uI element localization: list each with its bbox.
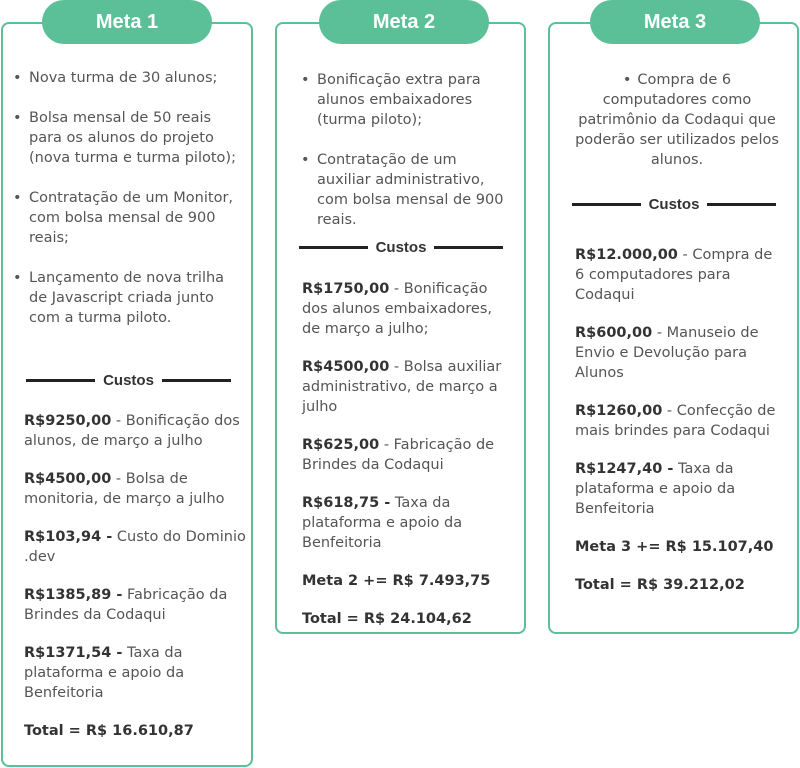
list-item: Contratação de um auxiliar administrativ… [296,150,506,230]
meta-1-costs: R$9250,00 - Bonificação dos alunos, de m… [24,411,246,759]
cost-item: R$1750,00 - Bonificação dos alunos embai… [302,279,512,339]
cost-item: R$103,94 - Custo do Dominio .dev [24,527,246,567]
cost-item: R$1260,00 - Confecção de mais brindes pa… [575,401,785,441]
meta-2-total: Total = R$ 24.104,62 [302,611,472,627]
cost-item: R$625,00 - Fabricação de Brindes da Coda… [302,435,512,475]
list-item: Lançamento de nova trilha de Javascript … [8,268,244,328]
meta-2-subtotal: Meta 2 += R$ 7.493,75 [302,573,491,589]
cost-item: R$1385,89 - Fabricação da Brindes da Cod… [24,585,246,625]
cost-item: R$9250,00 - Bonificação dos alunos, de m… [24,411,246,451]
cost-description: Taxa da plataforma e apoio da Benfeitori… [302,495,463,551]
meta-2-custos-divider: Custos [299,239,503,256]
divider-line [434,246,503,249]
divider-line [707,203,776,206]
custos-label: Custos [375,239,427,256]
cost-amount: R$1260,00 [575,403,663,419]
list-item: Bolsa mensal de 50 reais para os alunos … [8,108,244,168]
meta-3-title: Meta 3 [590,0,760,44]
divider-line [161,379,231,382]
list-item: Nova turma de 30 alunos; [8,68,244,88]
cost-item: R$4500,00 - Bolsa de monitoria, de março… [24,469,246,509]
cost-description: - Bolsa auxiliar administrativo, de març… [302,359,502,415]
divider-line [299,246,368,249]
cost-description: Custo do Dominio .dev [24,529,246,565]
cost-amount: R$4500,00 [24,471,112,487]
meta-1-custos-divider: Custos [26,372,231,389]
cost-description: - Confecção de mais brindes para Codaqui [575,403,776,439]
meta-3-costs: R$12.000,00 - Compra de 6 computadores p… [575,245,785,613]
cost-amount: R$1750,00 [302,281,390,297]
meta-2-title: Meta 2 [319,0,489,44]
cost-description: Taxa da plataforma e apoio da Benfeitori… [24,645,185,701]
cost-amount: R$1247,40 - [575,461,674,477]
cost-amount: R$625,00 [302,437,380,453]
meta-3-total: Total = R$ 39.212,02 [575,577,745,593]
cost-amount: R$4500,00 [302,359,390,375]
cost-amount: R$103,94 - [24,529,113,545]
cost-item: R$600,00 - Manuseio de Envio e Devolução… [575,323,785,383]
divider-line [26,379,96,382]
divider-line [572,203,641,206]
cost-description: Fabricação da Brindes da Codaqui [24,587,228,623]
cost-item: R$4500,00 - Bolsa auxiliar administrativ… [302,357,512,417]
list-item: Contratação de um Monitor, com bolsa men… [8,188,244,248]
meta-1-title: Meta 1 [42,0,212,44]
custos-label: Custos [103,372,154,389]
meta-3-custos-divider: Custos [572,196,776,213]
meta-1-bullets: Nova turma de 30 alunos; Bolsa mensal de… [8,68,244,328]
cost-amount: R$600,00 [575,325,653,341]
cost-amount: R$1385,89 - [24,587,123,603]
cost-description: - Bolsa de monitoria, de março a julho [24,471,225,507]
cost-amount: R$9250,00 [24,413,112,429]
cost-item: R$1247,40 - Taxa da plataforma e apoio d… [575,459,785,519]
meta-3-subtotal: Meta 3 += R$ 15.107,40 [575,539,774,555]
cost-description: - Bonificação dos alunos embaixadores, d… [302,281,493,337]
meta-2-bullets: Bonificação extra para alunos embaixador… [296,70,506,230]
cost-description: Taxa da plataforma e apoio da Benfeitori… [575,461,736,517]
cost-amount: R$618,75 - [302,495,391,511]
meta-2-costs: R$1750,00 - Bonificação dos alunos embai… [302,279,512,647]
cost-description: - Bonificação dos alunos, de março a jul… [24,413,240,449]
cost-amount: R$1371,54 - [24,645,123,661]
meta-1-total: Total = R$ 16.610,87 [24,723,194,739]
cost-item: R$12.000,00 - Compra de 6 computadores p… [575,245,785,305]
cost-description: - Compra de 6 computadores para Codaqui [575,247,773,303]
list-item: Bonificação extra para alunos embaixador… [296,70,506,130]
cost-item: R$1371,54 - Taxa da plataforma e apoio d… [24,643,246,703]
cost-amount: R$12.000,00 [575,247,678,263]
meta-3-bullets: Compra de 6 computadores como patrimônio… [572,70,782,170]
custos-label: Custos [648,196,700,213]
list-item: Compra de 6 computadores como patrimônio… [572,70,782,170]
cost-item: R$618,75 - Taxa da plataforma e apoio da… [302,493,512,553]
cost-description: - Manuseio de Envio e Devolução para Alu… [575,325,759,381]
cost-description: - Fabricação de Brindes da Codaqui [302,437,495,473]
